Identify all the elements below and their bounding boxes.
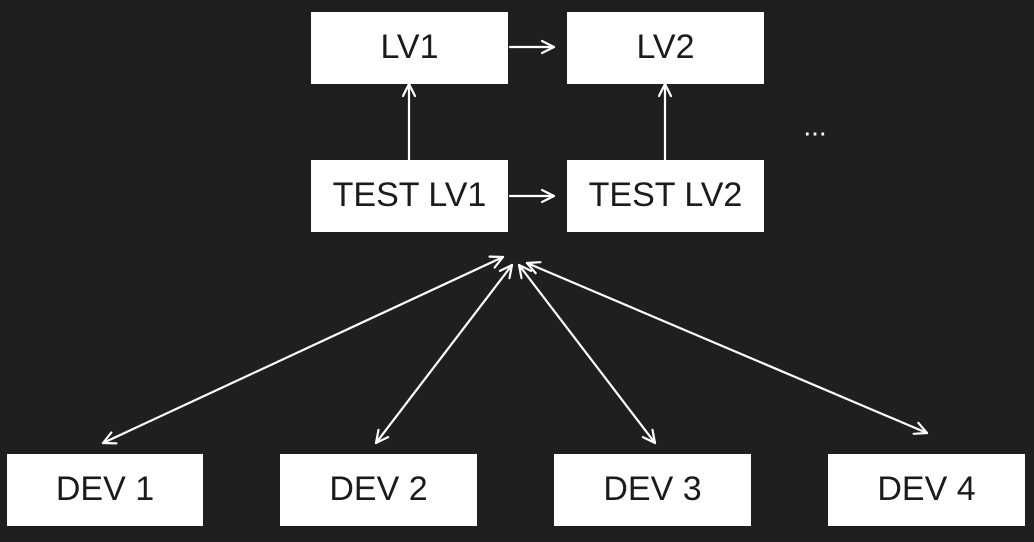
node-test-lv1: TEST LV1 <box>311 160 508 232</box>
node-test-lv2-label: TEST LV2 <box>589 176 743 214</box>
node-dev2: DEV 2 <box>280 454 477 526</box>
node-lv1-label: LV1 <box>381 28 439 66</box>
node-dev2-label: DEV 2 <box>329 470 427 508</box>
node-dev4-label: DEV 4 <box>877 470 975 508</box>
node-lv2: LV2 <box>567 12 764 84</box>
node-dev4: DEV 4 <box>828 454 1025 526</box>
node-lv1: LV1 <box>311 12 508 84</box>
node-dev3-label: DEV 3 <box>603 470 701 508</box>
node-dev3: DEV 3 <box>554 454 751 526</box>
edge-dev4-test-lv1 <box>525 261 929 435</box>
node-dev1: DEV 1 <box>7 454 203 526</box>
edge-dev2-test-lv1 <box>374 263 514 445</box>
more-levels-ellipsis: ... <box>803 110 826 141</box>
node-test-lv1-label: TEST LV1 <box>333 176 487 214</box>
node-lv2-label: LV2 <box>637 28 695 66</box>
node-test-lv2: TEST LV2 <box>567 160 764 232</box>
edge-dev3-test-lv1 <box>517 263 657 445</box>
edge-dev1-test-lv1 <box>101 255 505 445</box>
edges <box>101 39 929 445</box>
node-dev1-label: DEV 1 <box>56 470 154 508</box>
